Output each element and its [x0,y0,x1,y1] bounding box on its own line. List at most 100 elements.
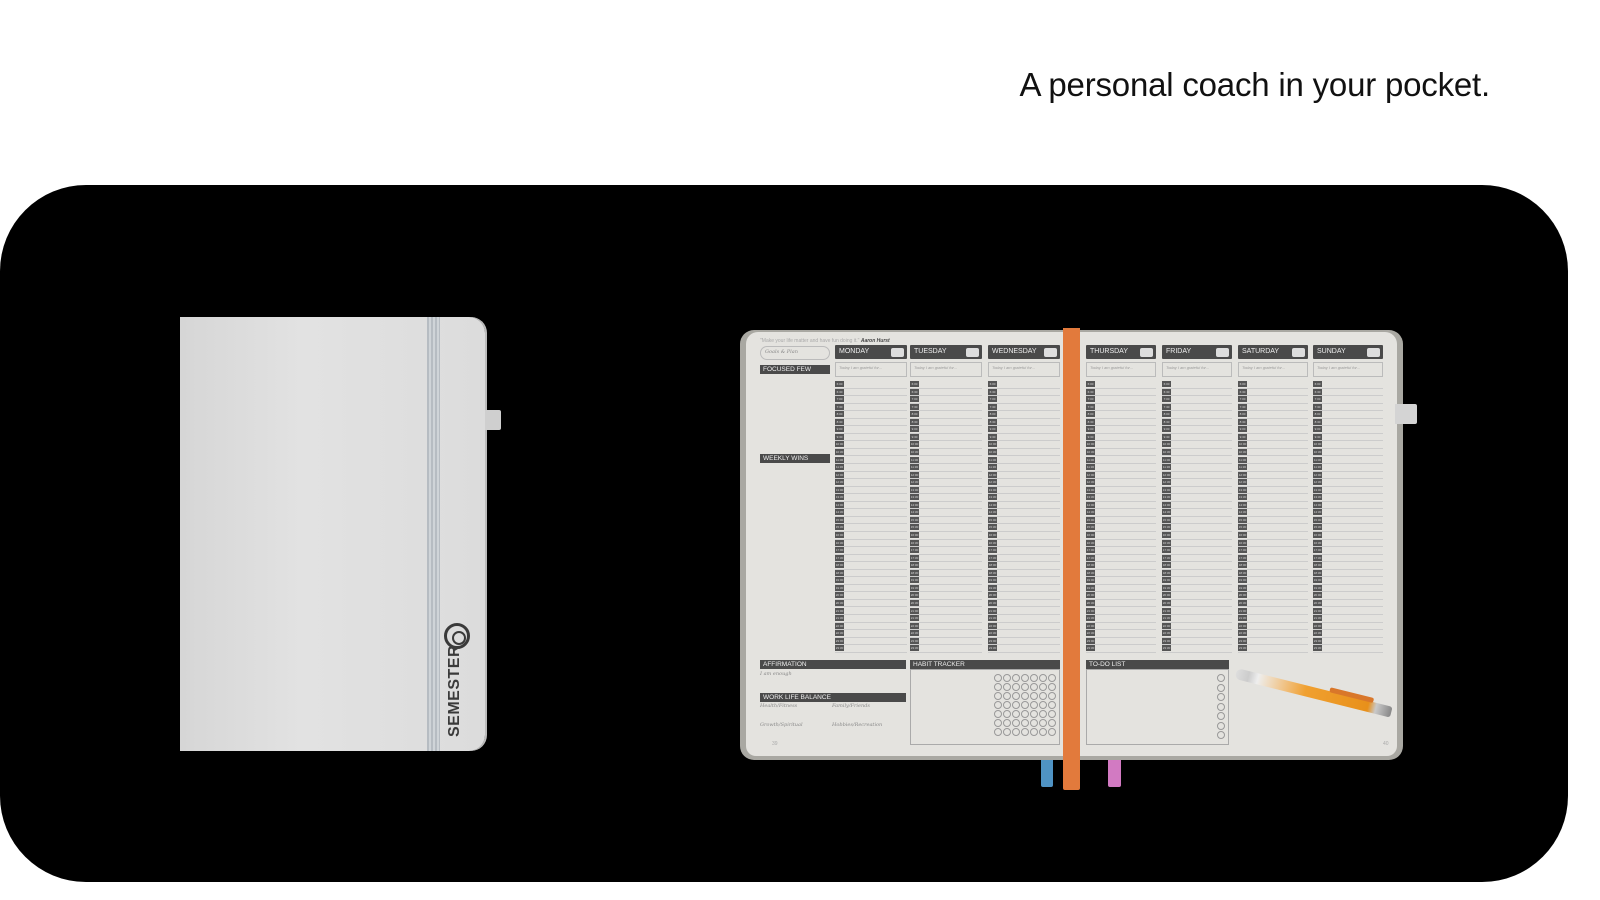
day-header-wednesday: WEDNESDAY [988,345,1060,359]
habit-row [911,700,1057,709]
headline: A personal coach in your pocket. [1019,66,1490,103]
time-label: 8:00 [1162,411,1171,418]
time-label: 16:00 [910,532,919,538]
todo-list-box [1086,669,1229,745]
time-slot: 23:00 [1086,637,1156,646]
closed-notebook-image: SEMESTER [180,317,501,751]
time-label: 6:00 [835,381,844,387]
time-slot: 7:00 [1313,396,1383,404]
time-slot: 23:00 [835,637,907,646]
time-label: 19:30 [1238,584,1247,591]
time-label: 20:00 [835,592,844,599]
time-label: 19:30 [1162,584,1171,591]
time-slot: 21:00 [1086,607,1156,615]
time-label: 10:00 [1162,441,1171,448]
habit-checkbox [1039,719,1047,727]
habit-row [911,673,1057,682]
time-label: 21:00 [910,607,919,614]
time-slot: 18:00 [1238,562,1308,570]
time-slot: 11:30 [1162,464,1232,472]
gratitude-box: Today I am grateful for... [1313,362,1383,377]
time-slot: 18:00 [1162,562,1232,570]
time-label: 15:00 [910,516,919,523]
time-slot: 9:30 [1313,433,1383,442]
blue-ribbon-bookmark [1041,760,1053,787]
habit-checkbox [1003,674,1011,682]
habit-checkbox [994,728,1002,736]
time-label: 9:00 [910,426,919,433]
time-slot: 7:30 [1086,403,1156,412]
time-slot: 10:30 [1238,448,1308,457]
time-slot: 15:00 [988,516,1060,525]
time-slot: 20:30 [835,599,907,608]
time-slot: 6:00 [1313,381,1383,389]
time-label: 6:30 [1086,388,1095,395]
time-label: 10:00 [1086,441,1095,448]
time-label: 8:00 [988,411,997,418]
time-slot: 10:00 [835,441,907,449]
habit-checkbox [1003,692,1011,700]
time-slot: 20:00 [1086,592,1156,600]
time-label: 11:00 [988,456,997,463]
time-slot: 8:00 [1086,411,1156,419]
time-label: 7:30 [835,403,844,410]
time-label: 19:00 [835,577,844,584]
time-slot: 9:30 [910,433,982,442]
time-label: 16:00 [988,532,997,538]
time-slot: 23:30 [1162,645,1232,653]
time-slot: 14:00 [835,501,907,510]
focused-few-header: FOCUSED FEW [760,365,830,374]
time-label: 18:30 [1238,569,1247,576]
time-label: 7:00 [988,396,997,403]
time-slot: 13:30 [835,494,907,502]
habit-checkbox [1039,701,1047,709]
time-label: 6:30 [988,388,997,395]
time-slot: 16:00 [1086,532,1156,540]
time-label: 18:00 [1313,562,1322,569]
time-label: 21:30 [1086,615,1095,622]
time-label: 13:30 [1238,494,1247,501]
habit-checkbox [994,692,1002,700]
time-label: 12:00 [910,471,919,478]
time-label: 11:00 [1238,456,1247,463]
time-label: 12:00 [835,471,844,478]
time-label: 9:30 [835,433,844,440]
time-label: 20:30 [1086,599,1095,606]
time-label: 10:30 [988,448,997,455]
time-label: 12:00 [988,471,997,478]
time-label: 17:30 [1238,554,1247,561]
time-label: 10:00 [1313,441,1322,448]
time-slot: 16:30 [910,539,982,548]
time-slot: 19:00 [835,577,907,585]
time-slot: 21:00 [910,607,982,615]
time-label: 13:00 [910,486,919,493]
time-label: 12:30 [1238,479,1247,486]
time-slot: 12:30 [1162,479,1232,487]
habit-checkbox [1012,674,1020,682]
time-label: 22:00 [1238,622,1247,629]
time-label: 20:00 [1162,592,1171,599]
todo-row [1087,692,1226,702]
time-slot: 10:00 [910,441,982,449]
time-label: 8:30 [910,418,919,425]
time-label: 12:30 [910,479,919,486]
time-slot: 16:30 [988,539,1060,548]
habit-checkbox [1030,692,1038,700]
time-label: 17:00 [1086,547,1095,554]
time-slot: 23:00 [1238,637,1308,646]
time-label: 17:30 [835,554,844,561]
time-slot: 6:30 [1238,388,1308,397]
time-slot: 20:30 [1162,599,1232,608]
time-slot: 20:00 [1162,592,1232,600]
time-label: 8:30 [1086,418,1095,425]
time-slot: 11:30 [910,464,982,472]
time-label: 10:30 [910,448,919,455]
time-label: 18:00 [910,562,919,569]
time-label: 9:00 [835,426,844,433]
time-label: 20:00 [1313,592,1322,599]
time-slot: 14:30 [910,509,982,517]
time-label: 18:30 [835,569,844,576]
day-checkbox [891,348,904,357]
time-slot: 16:30 [835,539,907,548]
